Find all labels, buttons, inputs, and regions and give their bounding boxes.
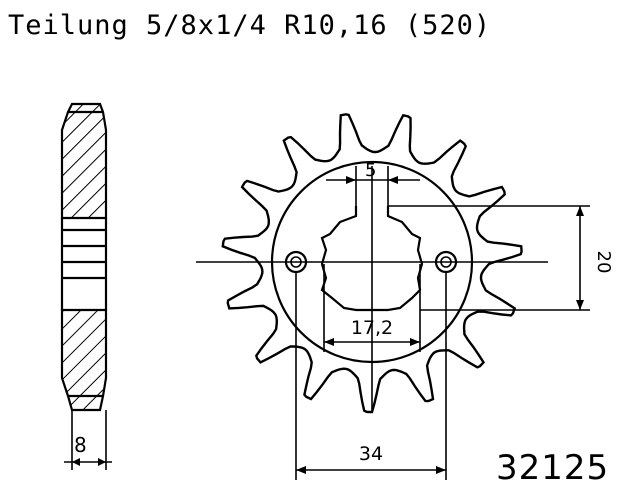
shoulder-height-dimension: 20 xyxy=(593,251,614,274)
thickness-dimension: 8 xyxy=(74,433,87,457)
drawing-title: Teilung 5/8x1/4 R10,16 (520) xyxy=(8,10,492,41)
bore-dimension: 17,2 xyxy=(351,317,393,339)
bolt-circle-dimension: 34 xyxy=(359,443,383,465)
side-section-view xyxy=(60,102,112,470)
sprocket-front-view xyxy=(196,113,590,480)
spline-width-dimension: 5 xyxy=(365,160,376,181)
part-number: 32125 xyxy=(496,448,610,488)
upper-hatched-section xyxy=(60,102,108,220)
lower-hatched-section xyxy=(60,308,108,412)
sprocket-outline xyxy=(221,113,523,414)
